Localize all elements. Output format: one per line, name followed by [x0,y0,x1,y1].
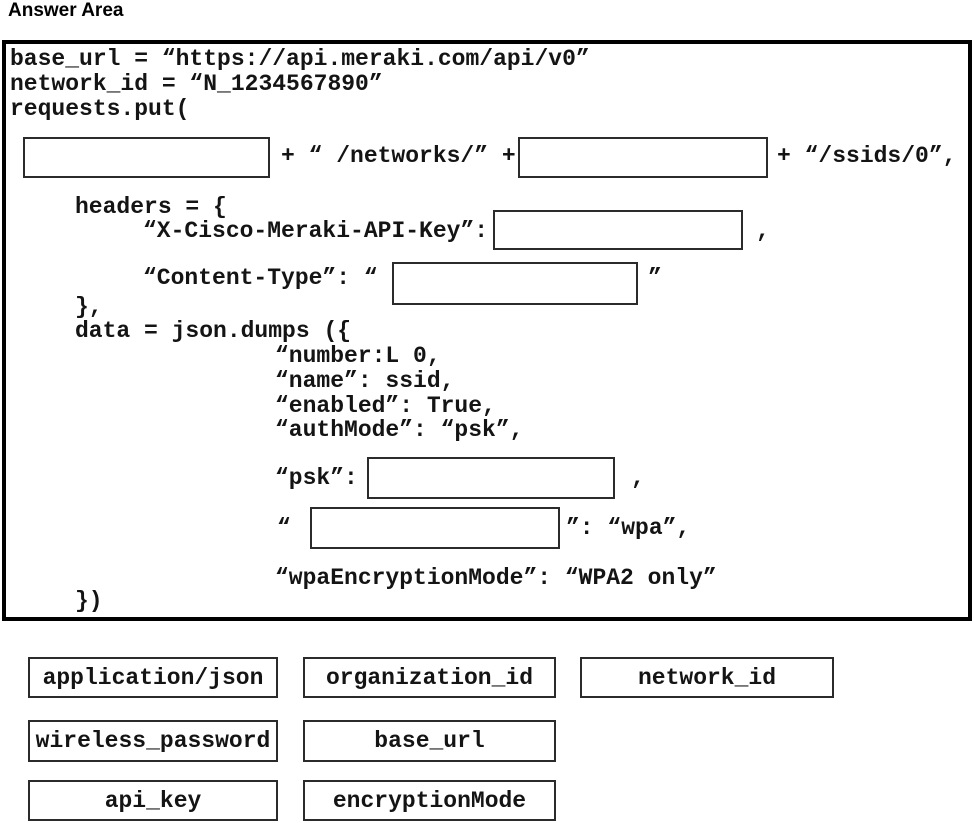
option-encryption-mode[interactable]: encryptionMode [303,780,556,821]
option-base-url[interactable]: base_url [303,720,556,762]
code-dict-enabled: “enabled”: True, [275,393,496,419]
code-url-separator-2: + “/ssids/0”, [777,143,957,169]
drop-zone-api-key-header[interactable] [493,210,743,250]
drop-zone-url-first[interactable] [23,137,270,178]
drop-zone-url-second[interactable] [518,137,768,178]
code-content-type-label: “Content-Type”: “ [143,265,378,291]
code-wpa-key-open-quote: “ [277,515,291,541]
code-psk-comma: , [631,465,645,491]
code-content-type-close-quote: ” [648,265,662,291]
code-line-network-id: network_id = “N_1234567890” [10,71,383,97]
code-data-open: data = json.dumps ({ [75,318,352,344]
code-close-paren: }) [75,588,103,614]
code-wpa-key-after: ”: “wpa”, [566,515,691,541]
code-headers-close: }, [75,294,103,320]
option-application-json[interactable]: application/json [28,657,278,698]
code-url-separator-1: + “ /networks/” + [281,143,516,169]
option-organization-id[interactable]: organization_id [303,657,556,698]
code-wpa-encryption-line: “wpaEncryptionMode”: “WPA2 only” [275,565,717,591]
code-line-base-url: base_url = “https://api.meraki.com/api/v… [10,46,590,72]
code-api-key-comma: , [756,218,770,244]
option-api-key[interactable]: api_key [28,780,278,821]
option-network-id[interactable]: network_id [580,657,834,698]
code-dict-name: “name”: ssid, [275,368,455,394]
drop-zone-psk-value[interactable] [367,457,615,499]
drop-zone-content-type-value[interactable] [392,262,638,305]
code-dict-number: “number:L 0, [275,343,441,369]
page-title: Answer Area [8,0,124,21]
code-dict-authmode: “authMode”: “psk”, [275,417,524,443]
code-headers-open: headers = { [75,194,227,220]
code-api-key-label: “X-Cisco-Meraki-API-Key”: [143,218,489,244]
drop-zone-wpa-key[interactable] [310,507,560,549]
code-psk-label: “psk”: [275,465,358,491]
option-wireless-password[interactable]: wireless_password [28,720,278,762]
code-line-requests-put: requests.put( [10,96,190,122]
